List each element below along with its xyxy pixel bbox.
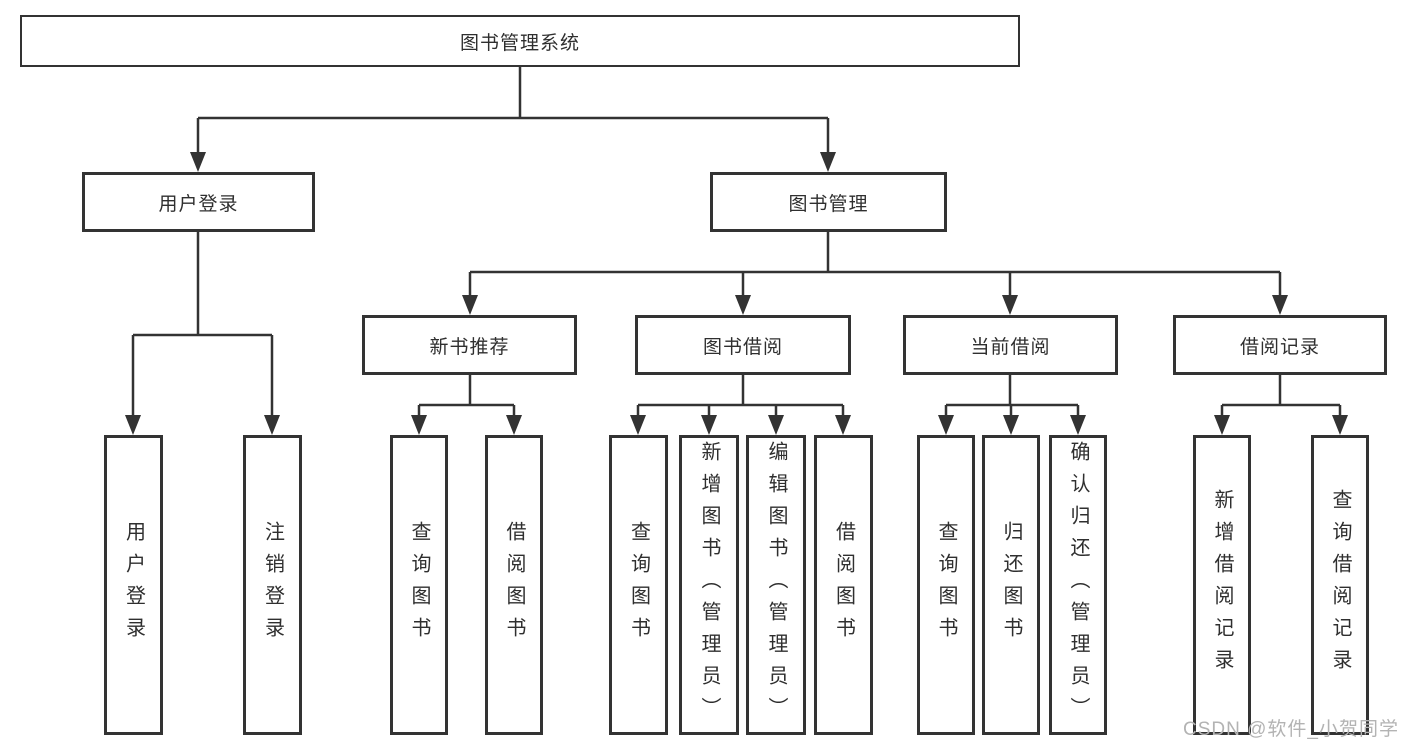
leaf-label: 用户登录	[122, 521, 145, 649]
node-label: 当前借阅	[970, 336, 1051, 358]
leaf-label: 编辑图书（管理员）	[765, 441, 787, 729]
leaf-query-books-current: 查询图书	[917, 435, 975, 735]
node-book-borrowing: 图书借阅	[635, 315, 851, 375]
node-label: 图书管理	[788, 193, 869, 215]
node-label: 新书推荐	[429, 336, 510, 358]
leaf-label: 归还图书	[1000, 521, 1022, 649]
node-new-book-recommend: 新书推荐	[362, 315, 577, 375]
node-user-login: 用户登录	[82, 172, 315, 232]
leaf-label: 新增借阅记录	[1211, 489, 1233, 681]
node-current-borrowing: 当前借阅	[903, 315, 1118, 375]
leaf-label: 新增图书（管理员）	[698, 441, 720, 729]
leaf-edit-book-admin: 编辑图书（管理员）	[746, 435, 806, 735]
leaf-label: 注销登录	[261, 521, 284, 649]
leaf-logout: 注销登录	[243, 435, 302, 735]
leaf-label: 确认归还（管理员）	[1067, 441, 1089, 729]
leaf-user-login: 用户登录	[104, 435, 163, 735]
node-label: 借阅记录	[1239, 336, 1320, 358]
csdn-watermark: CSDN @软件_小贺同学	[1183, 719, 1399, 740]
node-borrowing-records: 借阅记录	[1173, 315, 1387, 375]
leaf-query-borrow-record: 查询借阅记录	[1311, 435, 1369, 735]
leaf-return-books: 归还图书	[982, 435, 1040, 735]
leaf-label: 借阅图书	[503, 521, 525, 649]
leaf-label: 查询图书	[935, 521, 957, 649]
node-label: 用户登录	[158, 193, 239, 215]
leaf-query-books-recommend: 查询图书	[390, 435, 448, 735]
leaf-label: 借阅图书	[832, 521, 855, 649]
leaf-label: 查询图书	[408, 521, 430, 649]
leaf-query-books-borrowing: 查询图书	[609, 435, 668, 735]
leaf-add-borrow-record: 新增借阅记录	[1193, 435, 1251, 735]
leaf-label: 查询图书	[627, 521, 650, 649]
node-label: 图书管理系统	[459, 32, 580, 54]
node-label: 图书借阅	[702, 336, 783, 358]
node-root-system: 图书管理系统	[20, 15, 1020, 67]
leaf-label: 查询借阅记录	[1329, 489, 1351, 681]
leaf-borrow-books-recommend: 借阅图书	[485, 435, 543, 735]
node-book-management: 图书管理	[710, 172, 947, 232]
leaf-confirm-return-admin: 确认归还（管理员）	[1049, 435, 1107, 735]
leaf-borrow-books-borrowing: 借阅图书	[814, 435, 873, 735]
leaf-add-book-admin: 新增图书（管理员）	[679, 435, 739, 735]
